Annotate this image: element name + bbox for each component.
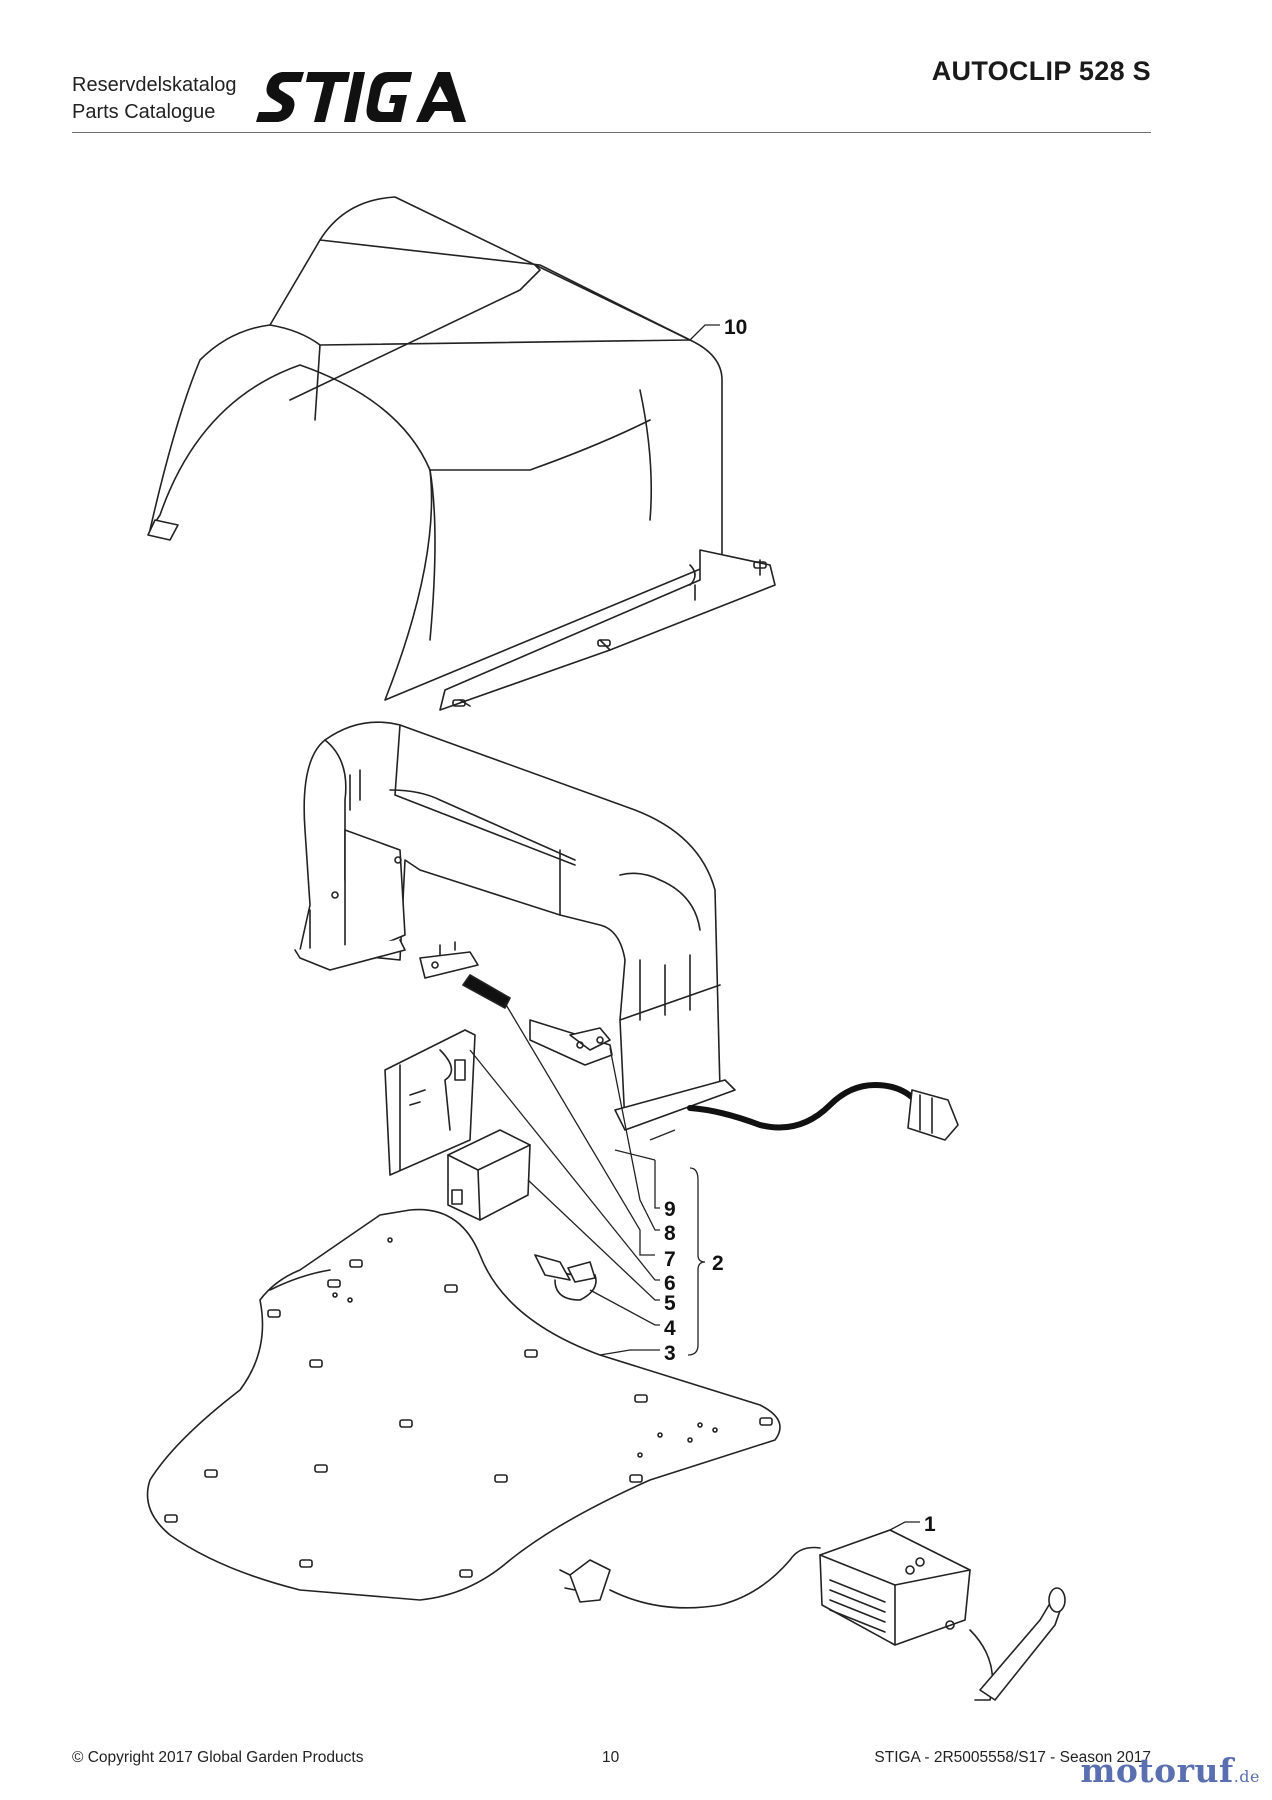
callout-9: 9 [664,1198,676,1221]
power-cable [687,1082,959,1141]
catalog-title: Reservdelskatalog Parts Catalogue [72,72,237,126]
model-name: AUTOCLIP 528 S [931,56,1151,86]
callout-1: 1 [924,1513,936,1536]
garage-frame [294,721,736,1131]
copyright-notice: © Copyright 2017 Global Garden Products [72,1749,364,1766]
charger-unit [559,1529,1066,1701]
catalog-title-swedish: Reservdelskatalog [72,74,237,96]
circuit-bracket [384,1029,476,1176]
document-reference: STIGA - 2R5005558/S17 - Season 2017 [874,1749,1151,1766]
wire-harness [534,1254,597,1301]
callout-4: 4 [664,1317,676,1340]
contact-plate-lower [529,1019,613,1066]
callout-5: 5 [664,1292,676,1315]
callout-3: 3 [664,1342,676,1365]
catalog-title-english: Parts Catalogue [72,101,216,123]
motoruf-watermark: motoruf.de [1080,1751,1260,1790]
contact-plate-upper [419,941,511,1009]
callout-7: 7 [664,1248,676,1271]
callout-8: 8 [664,1222,676,1245]
stiga-logo [256,72,466,122]
callout-2: 2 [712,1252,724,1275]
garage-roof [147,196,776,711]
callout-10: 10 [724,316,747,339]
electronics-box [447,1129,531,1221]
header-divider [72,132,1151,133]
base-plate [146,1208,781,1601]
watermark-name: motoruf [1080,1751,1234,1790]
callout-6: 6 [664,1272,676,1295]
watermark-tld: .de [1233,1767,1260,1786]
page-number: 10 [602,1749,620,1766]
